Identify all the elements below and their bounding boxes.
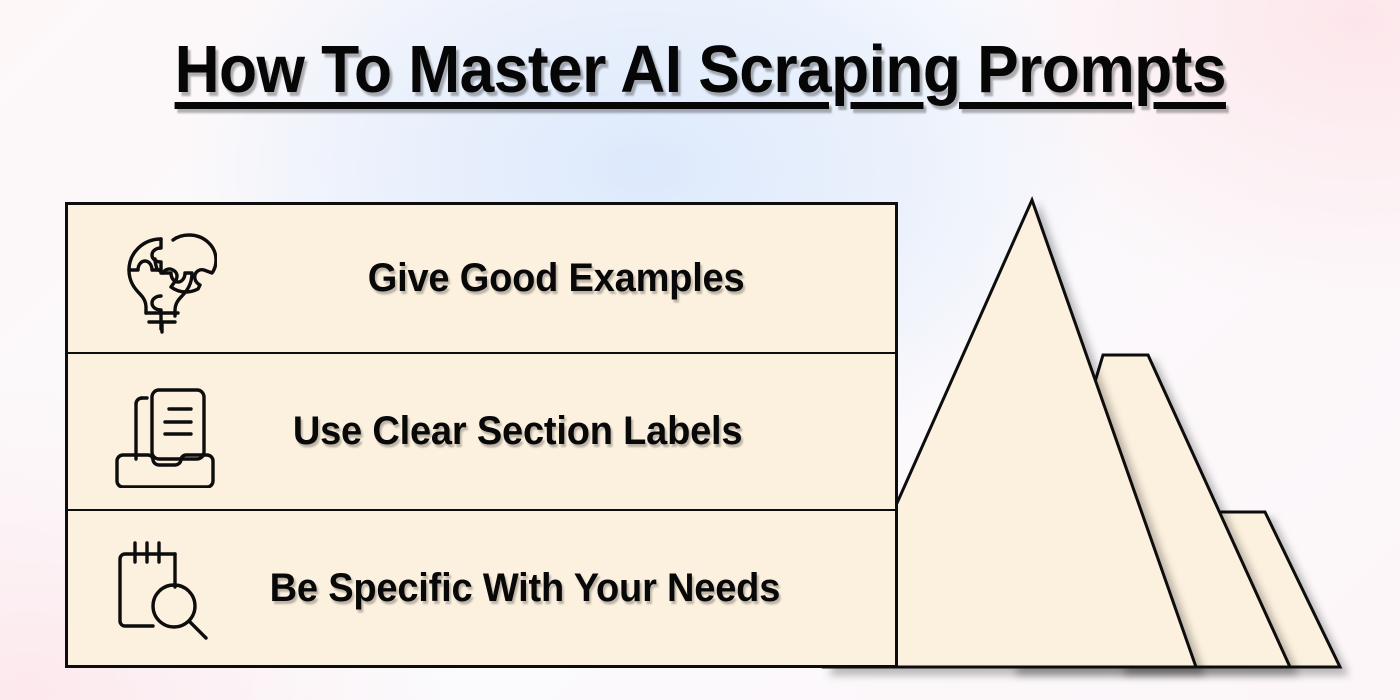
steps-panel: Give Good Examples Use Clear Section (65, 202, 898, 668)
mountain-medium (1007, 353, 1293, 669)
step-label-1: Give Good Examples (367, 256, 745, 300)
step-row-2[interactable]: Use Clear Section Labels (65, 354, 898, 511)
step-label-2: Use Clear Section Labels (292, 409, 743, 453)
mountain-small (1115, 510, 1343, 669)
document-tray-icon (90, 376, 240, 488)
step-row-1[interactable]: Give Good Examples (65, 202, 898, 354)
notepad-magnifier-icon (90, 533, 240, 643)
puzzle-lightbulb-icon (90, 223, 240, 335)
page-title: How To Master AI Scraping Prompts (174, 32, 1226, 107)
page-title-container: How To Master AI Scraping Prompts (0, 36, 1400, 103)
step-row-3[interactable]: Be Specific With Your Needs (65, 511, 898, 668)
step-label-3: Be Specific With Your Needs (269, 565, 781, 610)
